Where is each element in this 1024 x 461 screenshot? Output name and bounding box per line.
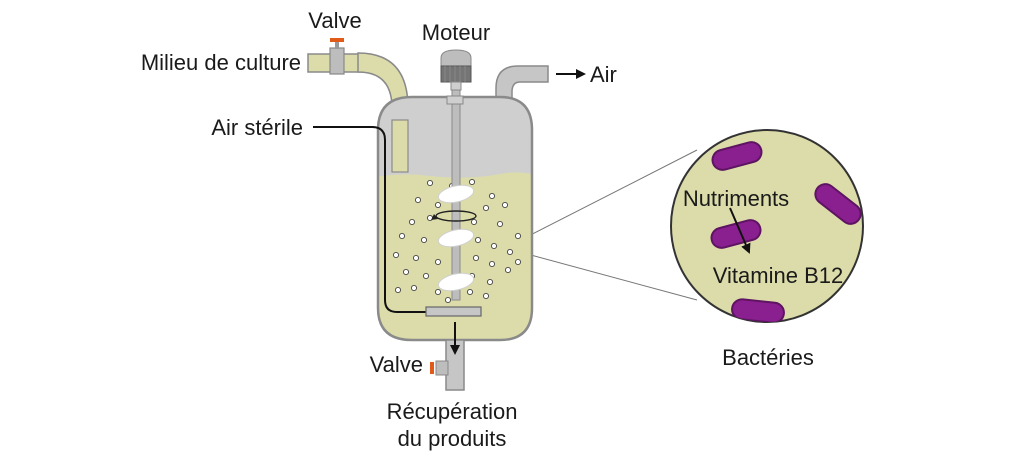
bubble bbox=[466, 288, 474, 296]
bubble bbox=[412, 254, 420, 262]
bottom-valve-label: Valve bbox=[370, 352, 423, 377]
bubble bbox=[420, 236, 428, 244]
bacterium-icon bbox=[814, 183, 862, 225]
bubble bbox=[488, 192, 496, 200]
sterile-air-tube bbox=[313, 126, 432, 313]
nutrients-label: Nutriments bbox=[683, 186, 789, 211]
bubble bbox=[486, 278, 494, 286]
bubble bbox=[514, 232, 522, 240]
bubble bbox=[444, 296, 452, 304]
bacterium-icon bbox=[731, 298, 785, 322]
bubble bbox=[402, 268, 410, 276]
bubble bbox=[410, 284, 418, 292]
bacteria-zoom-circle bbox=[670, 129, 864, 323]
bacterium-icon bbox=[711, 141, 763, 171]
bubble bbox=[434, 288, 442, 296]
bubble bbox=[482, 204, 490, 212]
zoom-connector-lines bbox=[504, 149, 698, 301]
bubble bbox=[501, 201, 509, 209]
motor-icon bbox=[440, 49, 472, 91]
bubble bbox=[488, 260, 496, 268]
impeller-top bbox=[437, 184, 475, 204]
bubble bbox=[490, 242, 498, 250]
top-valve-icon bbox=[329, 38, 345, 75]
rotation-arrow-icon bbox=[431, 210, 477, 222]
inlet-pipe-inner bbox=[391, 119, 409, 173]
bubble bbox=[398, 232, 406, 240]
bubble bbox=[422, 272, 430, 280]
bacterium-icon bbox=[710, 219, 762, 249]
bubble bbox=[434, 258, 442, 266]
bubble bbox=[468, 178, 476, 186]
bubble bbox=[514, 258, 522, 266]
bubble bbox=[506, 248, 514, 256]
culture-medium-label: Milieu de culture bbox=[141, 50, 301, 75]
top-valve-label: Valve bbox=[308, 8, 361, 33]
impeller-bottom bbox=[437, 272, 475, 292]
conversion-arrow bbox=[729, 207, 751, 254]
product-outlet-pipe bbox=[430, 339, 465, 391]
air-sparger bbox=[425, 306, 482, 317]
product-recovery-label-line2: du produits bbox=[398, 426, 507, 451]
motor-label: Moteur bbox=[422, 20, 490, 45]
bubble bbox=[496, 220, 504, 228]
bubble bbox=[414, 196, 422, 204]
bubble bbox=[504, 266, 512, 274]
bubble bbox=[394, 286, 402, 294]
bubble bbox=[434, 201, 442, 209]
bubble bbox=[470, 218, 478, 226]
agitator bbox=[431, 89, 477, 301]
air-out-label: Air bbox=[590, 62, 617, 87]
sterile-air-label: Air stérile bbox=[211, 115, 303, 140]
bubble bbox=[472, 254, 480, 262]
bubble bbox=[408, 218, 416, 226]
impeller-middle bbox=[437, 228, 475, 248]
bubble bbox=[474, 236, 482, 244]
bubble bbox=[482, 292, 490, 300]
vitamin-label: Vitamine B12 bbox=[713, 263, 843, 288]
product-recovery-label-line1: Récupération bbox=[387, 399, 518, 424]
bubble bbox=[392, 251, 400, 259]
air-bubbles bbox=[392, 178, 522, 304]
air-outlet-pipe bbox=[495, 65, 549, 101]
bacteria-label: Bactéries bbox=[722, 345, 814, 370]
bubble bbox=[426, 179, 434, 187]
